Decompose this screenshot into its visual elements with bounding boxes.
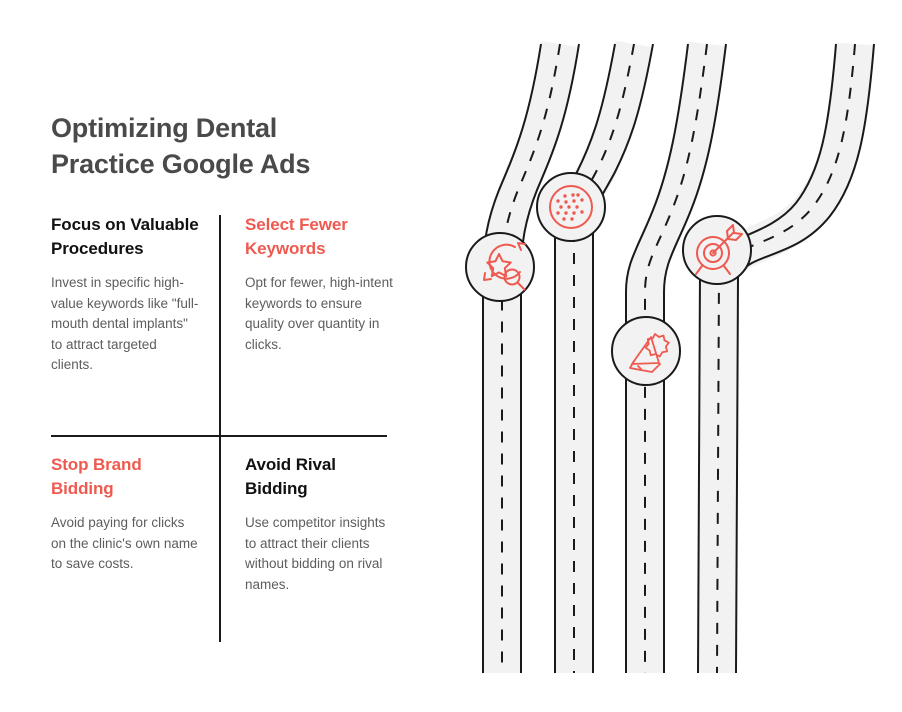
road-3 [625, 43, 727, 674]
quadrant-body: Invest in specific high-value keywords l… [51, 275, 199, 372]
road-2 [554, 43, 654, 674]
road-3-center-dash [644, 43, 708, 674]
badge-target[interactable] [682, 215, 752, 285]
quadrant-heading: Focus on Valuable Procedures [51, 215, 199, 258]
quadrant-body: Opt for fewer, high-intent keywords to e… [245, 275, 393, 352]
badge-keyword-dots[interactable] [536, 172, 606, 242]
target-arrow-icon [695, 224, 743, 275]
quadrant-body: Avoid paying for clicks on the clinic's … [51, 515, 198, 571]
road-1-center-dash [501, 43, 561, 674]
megaphone-badge-icon [629, 333, 670, 373]
road-1 [482, 43, 580, 674]
quadrant-grid: Focus on Valuable Procedures Invest in s… [51, 213, 393, 648]
quadrant-avoid-rival-bidding: Avoid Rival Bidding Use competitor insig… [245, 453, 395, 595]
quadrant-heading: Avoid Rival Bidding [245, 455, 336, 498]
page-title-line-1: Optimizing Dental [51, 113, 278, 143]
star-magnifier-refresh-icon [483, 242, 526, 291]
page-title: Optimizing Dental Practice Google Ads [51, 110, 391, 182]
badge-circle [536, 172, 606, 242]
quadrant-body: Use competitor insights to attract their… [245, 515, 386, 592]
badge-circle [611, 316, 681, 386]
quadrant-heading: Stop Brand Bidding [51, 455, 142, 498]
quadrant-horizontal-divider [51, 435, 387, 437]
quadrant-vertical-divider [219, 215, 221, 642]
page-title-line-2: Practice Google Ads [51, 149, 311, 179]
road-2-center-dash [573, 43, 635, 674]
road-4 [697, 43, 875, 674]
quadrant-select-fewer-keywords: Select Fewer Keywords Opt for fewer, hig… [245, 213, 395, 355]
badge-megaphone[interactable] [611, 316, 681, 386]
quadrant-focus-on-valuable-procedures: Focus on Valuable Procedures Invest in s… [51, 213, 201, 376]
badge-circle [682, 215, 752, 285]
keyword-dots-circle-icon [549, 185, 593, 229]
road-4-center-dash [716, 43, 856, 674]
quadrant-stop-brand-bidding: Stop Brand Bidding Avoid paying for clic… [51, 453, 201, 575]
badge-circle [465, 232, 535, 302]
badge-star-search[interactable] [465, 232, 535, 302]
quadrant-heading: Select Fewer Keywords [245, 215, 348, 258]
